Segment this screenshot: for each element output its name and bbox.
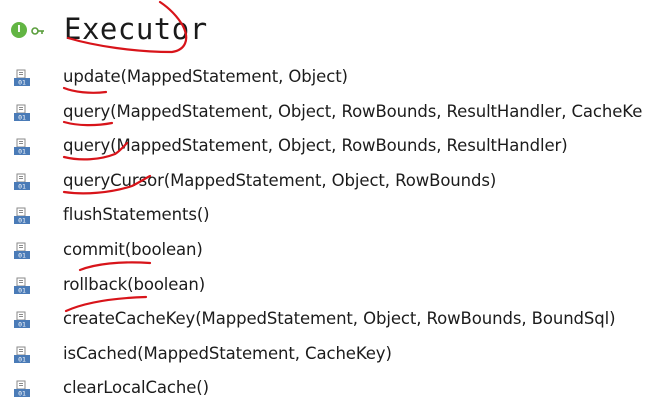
- interface-icon: I: [11, 22, 27, 38]
- method-row[interactable]: 01 commit(boolean): [0, 234, 665, 269]
- method-icon: 01: [14, 380, 30, 398]
- method-params: (MappedStatement, Object): [120, 67, 348, 86]
- method-name: queryCursor: [63, 170, 164, 190]
- method-params: (): [196, 378, 209, 398]
- method-icon: 01: [14, 207, 30, 225]
- svg-text:01: 01: [18, 148, 26, 156]
- method-icon: 01: [14, 346, 30, 363]
- method-icon: 01: [14, 277, 30, 294]
- method-params: (boolean): [124, 239, 203, 259]
- svg-text:01: 01: [18, 390, 26, 398]
- method-icon: 01: [14, 242, 30, 259]
- method-row[interactable]: 01 queryCursor(MappedStatement, Object, …: [0, 165, 665, 200]
- method-name: createCacheKey: [63, 309, 196, 329]
- method-params: (boolean): [127, 274, 206, 294]
- method-name: isCached: [63, 343, 138, 363]
- method-name: commit: [63, 239, 125, 259]
- method-name: query: [63, 101, 111, 121]
- method-row[interactable]: 01 rollback(boolean): [0, 269, 665, 304]
- method-row[interactable]: 01 query(MappedStatement, Object, RowBou…: [0, 96, 665, 131]
- method-icon: 01: [14, 311, 30, 329]
- method-row[interactable]: 01 isCached(MappedStatement, CacheKey): [0, 338, 665, 373]
- method-params: (MappedStatement, Object, RowBounds, Res…: [110, 136, 568, 156]
- svg-text:01: 01: [18, 79, 26, 87]
- method-row[interactable]: 01 query(MappedStatement, Object, RowBou…: [0, 130, 665, 165]
- method-icon: 01: [14, 69, 30, 87]
- svg-text:01: 01: [18, 251, 26, 259]
- method-icon: 01: [14, 173, 30, 190]
- method-params: (MappedStatement, CacheKey): [137, 343, 392, 363]
- method-row[interactable]: 01 update(MappedStatement, Object): [0, 61, 665, 96]
- method-icon: 01: [14, 104, 30, 121]
- method-name: rollback: [63, 274, 128, 294]
- method-row[interactable]: 01 createCacheKey(MappedStatement, Objec…: [0, 303, 665, 338]
- method-params: (MappedStatement, Object, RowBounds, Bou…: [195, 309, 616, 329]
- method-row[interactable]: 01 clearLocalCache(): [0, 372, 665, 400]
- method-name: clearLocalCache: [63, 378, 197, 398]
- method-name: query: [63, 136, 111, 156]
- method-icon: 01: [14, 138, 30, 156]
- svg-text:01: 01: [18, 113, 26, 121]
- svg-text:01: 01: [18, 355, 26, 363]
- interface-header[interactable]: I Executor: [0, 0, 665, 60]
- interface-title: Executor: [64, 12, 208, 46]
- svg-text:01: 01: [18, 182, 26, 190]
- method-name: flushStatements: [63, 205, 197, 225]
- method-list: 01 update(MappedStatement, Object) 01 qu…: [0, 61, 665, 400]
- method-name: update: [63, 67, 121, 86]
- method-params: (MappedStatement, Object, RowBounds, Res…: [110, 101, 643, 121]
- svg-text:01: 01: [18, 286, 26, 294]
- svg-text:01: 01: [18, 217, 26, 225]
- svg-text:01: 01: [18, 321, 26, 329]
- method-params: (): [196, 205, 210, 225]
- lock-icon: [31, 27, 44, 35]
- method-row[interactable]: 01 flushStatements(): [0, 199, 665, 234]
- method-params: (MappedStatement, Object, RowBounds): [163, 170, 497, 190]
